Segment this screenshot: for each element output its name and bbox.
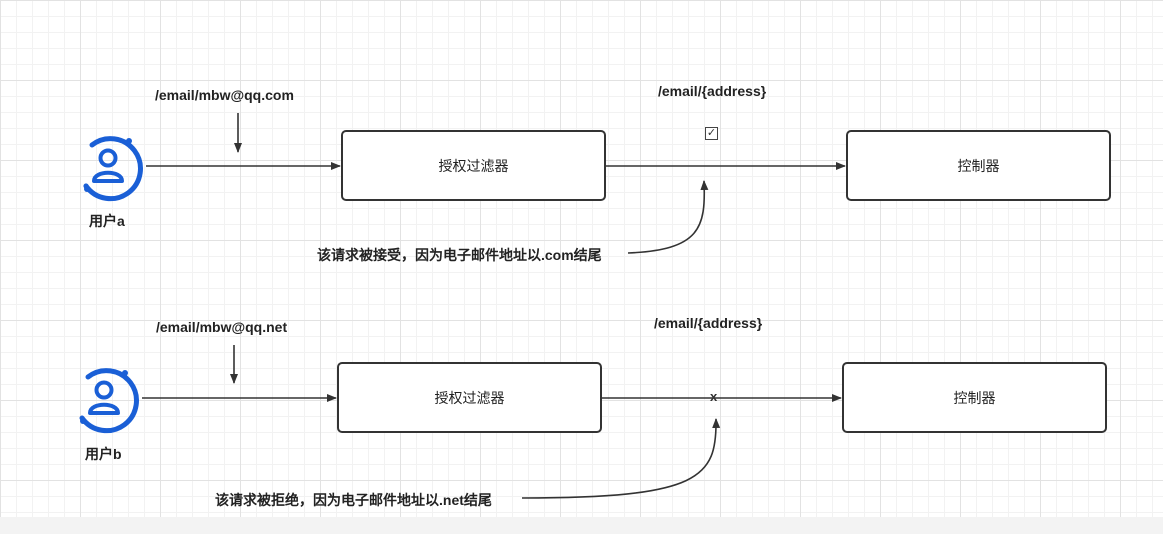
- controller-label-a: 控制器: [957, 157, 1000, 174]
- auth-filter-box-a: 授权过滤器: [341, 130, 606, 201]
- request-url-b: /email/mbw@qq.net: [156, 319, 288, 335]
- auth-filter-label-a: 授权过滤器: [438, 157, 509, 174]
- request-url-a: /email/mbw@qq.com: [155, 87, 294, 103]
- reject-cross-icon: x: [710, 389, 718, 404]
- checkbox-checked-icon: ✓: [705, 127, 718, 140]
- user-a-label: 用户a: [89, 213, 125, 229]
- user-b-label: 用户b: [85, 446, 122, 462]
- auth-filter-box-b: 授权过滤器: [337, 362, 602, 433]
- curve-note-a: [627, 180, 709, 254]
- controller-label-b: 控制器: [953, 389, 996, 406]
- route-pattern-a: /email/{address}: [658, 83, 767, 99]
- controller-box-b: 控制器: [842, 362, 1107, 433]
- auth-filter-label-b: 授权过滤器: [434, 389, 505, 406]
- curve-note-b: [521, 418, 721, 499]
- note-b: 该请求被拒绝，因为电子邮件地址以.net结尾: [215, 492, 492, 508]
- controller-box-a: 控制器: [846, 130, 1111, 201]
- route-pattern-b: /email/{address}: [654, 315, 763, 331]
- user-a-icon: [70, 128, 146, 204]
- note-a: 该请求被接受，因为电子邮件地址以.com结尾: [317, 247, 602, 263]
- user-b-icon: [66, 360, 142, 436]
- footer-strip: [0, 517, 1163, 534]
